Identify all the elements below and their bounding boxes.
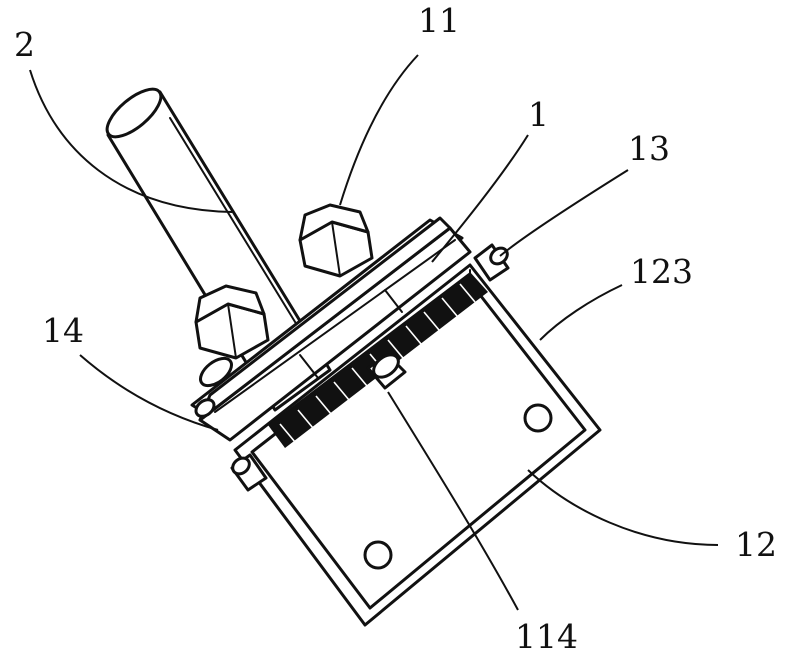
label-part-13: 13 — [628, 129, 670, 168]
side-post-right — [475, 245, 510, 280]
label-part-14: 14 — [42, 311, 84, 350]
nut-top-left — [196, 286, 268, 358]
plate-hole-upper — [525, 405, 551, 431]
label-part-123: 123 — [630, 252, 693, 291]
nut-top-right — [300, 205, 372, 276]
label-part-12: 12 — [735, 525, 777, 564]
plate-hole-lower — [365, 542, 391, 568]
label-part-1: 1 — [528, 95, 549, 134]
label-part-114: 114 — [515, 617, 578, 656]
label-part-2: 2 — [14, 25, 35, 64]
label-part-11: 11 — [418, 1, 460, 40]
